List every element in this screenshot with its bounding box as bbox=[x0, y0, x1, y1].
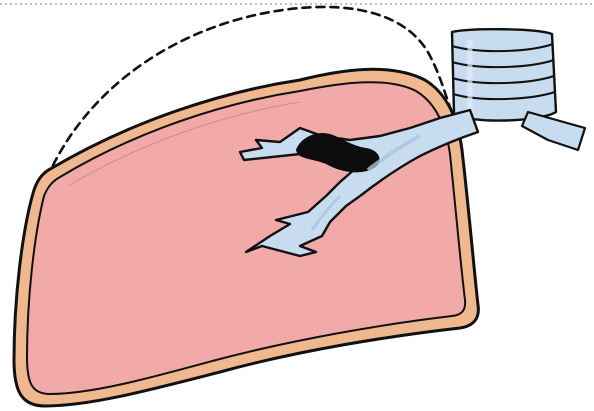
trachea bbox=[452, 29, 556, 120]
lung-tissue bbox=[27, 82, 465, 394]
right-bronchus-stub bbox=[522, 112, 585, 150]
